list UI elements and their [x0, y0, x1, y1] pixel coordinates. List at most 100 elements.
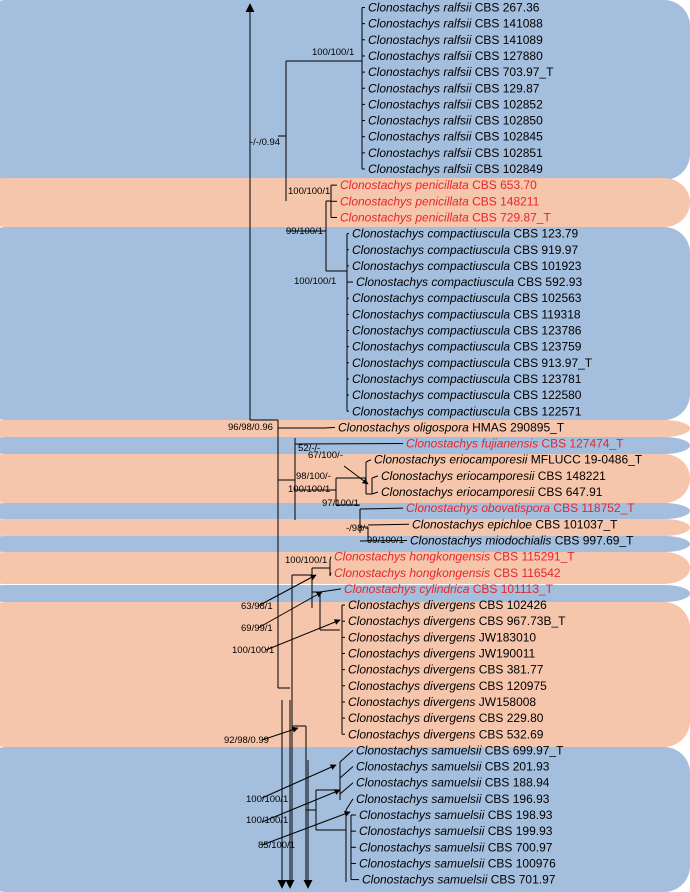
- taxon-species: Clonostachys samuelsii: [359, 856, 485, 870]
- taxon-label: Clonostachys eriocamporesii CBS 148221: [381, 469, 606, 483]
- taxon-species: Clonostachys compactiuscula: [352, 259, 510, 273]
- taxon-strain: CBS 967.73B_T: [475, 614, 566, 628]
- taxon-strain: CBS 729.87_T: [469, 210, 552, 224]
- taxon-species: Clonostachys hongkongensis: [334, 566, 490, 580]
- taxon-label: Clonostachys divergens CBS 381.77: [348, 663, 544, 677]
- taxon-label: Clonostachys ralfsii CBS 102850: [368, 114, 543, 128]
- taxon-strain: CBS 102845: [471, 130, 543, 144]
- support-arrow: [261, 764, 337, 799]
- taxon-strain: CBS 101113_T: [469, 582, 553, 596]
- taxon-species: Clonostachys obovatispora: [406, 501, 550, 515]
- taxon-species: Clonostachys ralfsii: [368, 97, 472, 111]
- support-value: 100/100/1: [288, 186, 330, 197]
- taxon-label: Clonostachys fujianensis CBS 127474_T: [406, 437, 624, 451]
- taxon-strain: CBS 148221: [534, 469, 606, 483]
- taxon-strain: CBS 148211: [469, 194, 540, 208]
- taxon-strain: CBS 381.77: [475, 663, 543, 677]
- taxon-label: Clonostachys hongkongensis CBS 115291_T: [334, 550, 575, 564]
- taxon-label: Clonostachys divergens JW190011: [348, 647, 536, 661]
- taxon-strain: MFLUCC 19-0486_T: [527, 453, 642, 467]
- terminal-branch: [319, 588, 342, 593]
- taxon-strain: CBS 913.97_T: [510, 356, 593, 370]
- support-value: 99/100/1: [367, 535, 404, 546]
- taxon-strain: CBS 196.93: [481, 792, 549, 806]
- taxon-strain: CBS 102851: [471, 146, 543, 160]
- taxon-label: Clonostachys compactiuscula CBS 123781: [352, 372, 582, 386]
- taxon-strain: CBS 201.93: [481, 760, 549, 774]
- taxon-label: Clonostachys eriocamporesii MFLUCC 19-04…: [374, 453, 643, 467]
- taxon-strain: CBS 116542: [490, 566, 561, 580]
- taxon-species: Clonostachys penicillata: [340, 210, 469, 224]
- taxon-strain: CBS 118752_T: [550, 501, 635, 515]
- taxon-label: Clonostachys samuelsii CBS 100976: [359, 856, 556, 870]
- taxon-species: Clonostachys ralfsii: [368, 1, 472, 15]
- taxon-label: Clonostachys compactiuscula CBS 123759: [352, 340, 582, 354]
- taxon-species: Clonostachys oligospora: [338, 420, 469, 434]
- taxon-strain: CBS 141088: [471, 17, 543, 31]
- taxon-species: Clonostachys samuelsii: [356, 776, 482, 790]
- support-value: 100/100/1: [232, 645, 274, 656]
- taxon-species: Clonostachys samuelsii: [356, 743, 482, 757]
- support-value: 92/98/0.99: [224, 735, 269, 746]
- taxon-strain: CBS 120975: [475, 679, 547, 693]
- taxon-label: Clonostachys compactiuscula CBS 102563: [352, 291, 582, 305]
- taxon-label: Clonostachys ralfsii CBS 127880: [368, 49, 543, 63]
- taxon-labels: Clonostachys ralfsii CBS 267.36Clonostac…: [334, 1, 643, 887]
- support-value: 98/100/-: [296, 471, 331, 482]
- taxon-species: Clonostachys ralfsii: [368, 65, 472, 79]
- taxon-label: Clonostachys ralfsii CBS 703.97_T: [368, 65, 554, 79]
- taxon-strain: CBS 700.97: [484, 840, 552, 854]
- taxon-label: Clonostachys compactiuscula CBS 122580: [352, 388, 582, 402]
- taxon-label: Clonostachys samuelsii CBS 198.93: [359, 808, 553, 822]
- taxon-label: Clonostachys epichloe CBS 101037_T: [412, 517, 618, 531]
- taxon-species: Clonostachys compactiuscula: [356, 275, 514, 289]
- taxon-species: Clonostachys penicillata: [340, 178, 469, 192]
- taxon-label: Clonostachys ralfsii CBS 129.87: [368, 81, 540, 95]
- support-arrow: [257, 591, 323, 629]
- taxon-species: Clonostachys miodochialis: [410, 533, 551, 547]
- taxon-strain: CBS 102563: [510, 291, 582, 305]
- support-arrow: [261, 726, 299, 741]
- support-value: 100/100/1: [312, 47, 354, 58]
- support-value: 85/100/1: [258, 840, 295, 851]
- support-arrow: [257, 574, 317, 607]
- clade-band-blue: [0, 0, 690, 180]
- taxon-strain: CBS 102850: [471, 114, 543, 128]
- taxon-label: Clonostachys obovatispora CBS 118752_T: [406, 501, 635, 515]
- clade-band-blue: [0, 227, 690, 420]
- taxon-label: Clonostachys eriocamporesii CBS 647.91: [381, 485, 603, 499]
- taxon-strain: CBS 703.97_T: [471, 65, 554, 79]
- taxon-species: Clonostachys ralfsii: [368, 114, 472, 128]
- taxon-label: Clonostachys miodochialis CBS 997.69_T: [410, 533, 634, 547]
- terminal-branch: [371, 475, 379, 479]
- taxon-species: Clonostachys ralfsii: [368, 146, 472, 160]
- taxon-strain: HMAS 290895_T: [469, 420, 565, 434]
- clade-band-blue: [0, 437, 690, 454]
- support-values: 100/100/1-/-/0.94100/100/199/100/1100/10…: [224, 47, 404, 851]
- taxon-species: Clonostachys ralfsii: [368, 17, 472, 31]
- taxon-label: Clonostachys divergens JW183010: [348, 630, 536, 644]
- taxon-species: Clonostachys compactiuscula: [352, 404, 510, 418]
- taxon-label: Clonostachys ralfsii CBS 102852: [368, 97, 543, 111]
- taxon-species: Clonostachys divergens: [348, 663, 475, 677]
- taxon-species: Clonostachys divergens: [348, 647, 475, 661]
- taxon-species: Clonostachys eriocamporesii: [381, 485, 535, 499]
- taxon-label: Clonostachys samuelsii CBS 188.94: [356, 776, 550, 790]
- taxon-strain: CBS 123.79: [510, 227, 578, 241]
- taxon-strain: CBS 592.93: [514, 275, 582, 289]
- taxon-strain: CBS 101037_T: [532, 517, 618, 531]
- taxon-strain: CBS 229.80: [475, 711, 543, 725]
- taxon-strain: CBS 129.87: [471, 81, 539, 95]
- taxon-label: Clonostachys ralfsii CBS 267.36: [368, 1, 540, 15]
- taxon-species: Clonostachys compactiuscula: [352, 388, 510, 402]
- support-value: 100/100/1: [285, 555, 327, 566]
- taxon-species: Clonostachys compactiuscula: [352, 324, 510, 338]
- support-value: 100/100/1: [246, 794, 288, 805]
- taxon-label: Clonostachys compactiuscula CBS 101923: [352, 259, 582, 273]
- taxon-strain: CBS 100976: [484, 856, 556, 870]
- clade-band-orange: [0, 178, 690, 227]
- support-arrow: [261, 811, 351, 846]
- support-value: 52/-/-: [298, 443, 320, 454]
- taxon-strain: CBS 115291_T: [490, 550, 575, 564]
